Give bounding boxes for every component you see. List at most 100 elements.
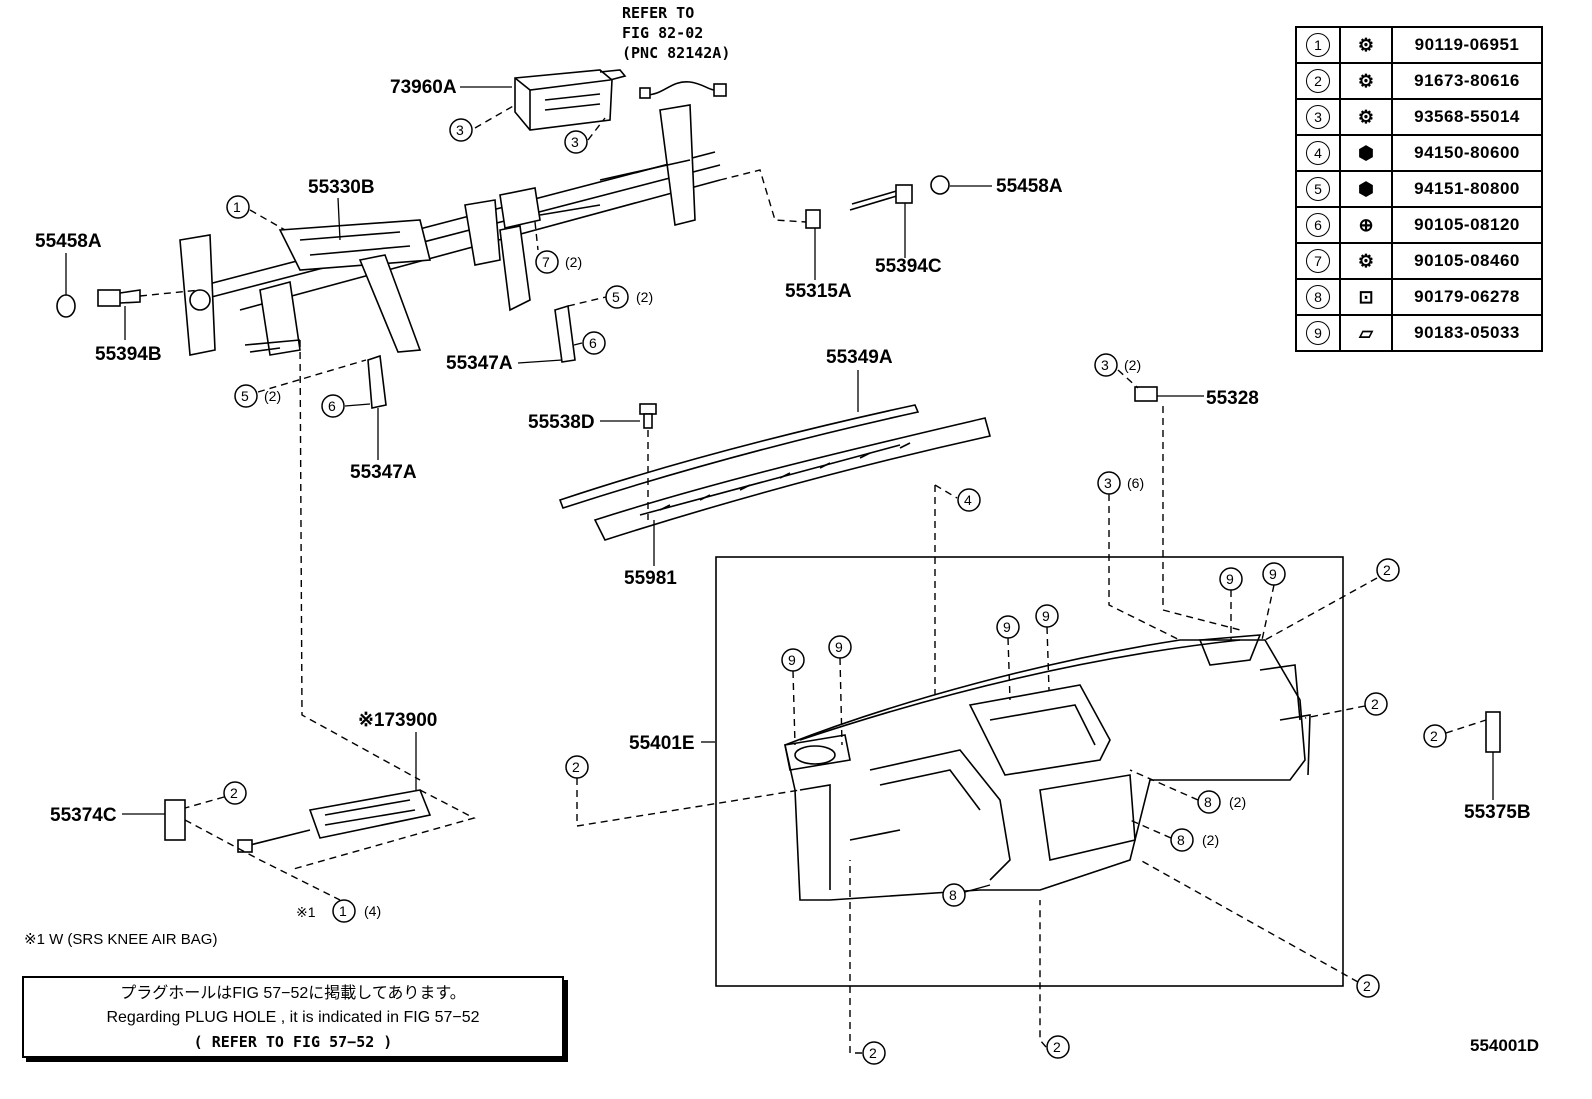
callout-3-airbag-left: 3 (449, 104, 516, 142)
callout-1-beam: 1 (226, 195, 286, 231)
bolt-icon: ⊕ (1358, 214, 1374, 235)
label-55538d: 55538D (528, 412, 595, 433)
legend-number: 7 (1306, 249, 1330, 273)
nut-icon: ⬢ (1358, 142, 1374, 163)
cap-55458a-right (930, 175, 950, 195)
callout-5-qty2-lower: 5 (2) (234, 359, 367, 408)
defroster-strip-55349a (558, 404, 920, 509)
callout-6-lower: 6 (321, 394, 371, 418)
callout-9-e: 9 (1219, 567, 1243, 640)
screw-icon: ⚙ (1357, 70, 1375, 91)
label-55458a-right: 55458A (996, 176, 1063, 197)
note-japanese: プラグホールはFIG 57−52に掲載してあります。 (120, 985, 466, 1002)
svg-text:3: 3 (456, 122, 464, 138)
label-55330b: 55330B (308, 177, 375, 198)
label-55349a: 55349A (826, 347, 893, 368)
callout-8: 8 (942, 883, 991, 907)
legend-row-7: 7 ⚙ 90105-08460 (1295, 242, 1543, 280)
legend-row-1: 1 ⚙ 90119-06951 (1295, 26, 1543, 64)
svg-text:(2): (2) (565, 254, 582, 270)
svg-text:2: 2 (1371, 696, 1379, 712)
figure-code: 554001D (1470, 1036, 1540, 1055)
legend-row-8: 8 ⊡ 90179-06278 (1295, 278, 1543, 316)
svg-text:5: 5 (241, 388, 249, 404)
svg-text:7: 7 (542, 254, 550, 270)
legend-part-number: 90183-05033 (1391, 314, 1543, 352)
callout-9-f: 9 (1261, 562, 1286, 641)
svg-text:9: 9 (835, 639, 843, 655)
legend-row-2: 2 ⚙ 91673-80616 (1295, 62, 1543, 100)
legend-row-4: 4 ⬢ 94150-80600 (1295, 134, 1543, 172)
srs-knee-airbag-footnote: ※1 W (SRS KNEE AIR BAG) (24, 931, 218, 948)
legend-number: 1 (1306, 33, 1330, 57)
legend-part-number: 93568-55014 (1391, 98, 1543, 136)
svg-text:4: 4 (964, 492, 972, 508)
svg-text:2: 2 (572, 759, 580, 775)
fastener-legend-table: 1 ⚙ 90119-06951 2 ⚙ 91673-80616 3 ⚙ 9356… (1295, 26, 1543, 352)
svg-text:9: 9 (1042, 608, 1050, 624)
legend-part-number: 90105-08120 (1391, 206, 1543, 244)
svg-text:1: 1 (233, 199, 241, 215)
legend-number: 5 (1306, 177, 1330, 201)
legend-row-9: 9 ⏥ 90183-05033 (1295, 314, 1543, 352)
svg-text:9: 9 (1003, 619, 1011, 635)
svg-text:9: 9 (1226, 571, 1234, 587)
callout-9-c: 9 (996, 615, 1020, 701)
clip-flat-icon: ⏥ (1359, 322, 1373, 343)
bolt-washer-icon: ⚙ (1357, 250, 1375, 271)
bolt-flange-icon: ⚙ (1357, 34, 1375, 55)
instrument-panel-55401e (784, 634, 1311, 901)
label-55394b: 55394B (95, 344, 162, 365)
label-55328: 55328 (1206, 388, 1259, 409)
note-reference: ( REFER TO FIG 57−52 ) (193, 1033, 393, 1051)
callout-2-bottom-right: 2 (1139, 859, 1380, 998)
callout-2-55375b: 2 (1423, 719, 1487, 748)
knee-airbag-173900 (237, 789, 432, 853)
label-55315a: 55315A (785, 281, 852, 302)
label-73960a: 73960A (390, 77, 457, 98)
svg-text:6: 6 (589, 335, 597, 351)
callout-7-qty2: 7 (2) (534, 221, 582, 274)
callout-9-d: 9 (1035, 604, 1059, 691)
legend-part-number: 90179-06278 (1391, 278, 1543, 316)
svg-text:(2): (2) (1124, 357, 1141, 373)
svg-text:※1: ※1 (296, 904, 316, 920)
nut-flange-icon: ⚙ (1357, 106, 1375, 127)
bolt-55394c (849, 184, 913, 211)
callout-8-qty2-b: 8 (2) (1129, 819, 1219, 852)
svg-text:8: 8 (1177, 832, 1185, 848)
refer-note-line1: REFER TO (622, 4, 694, 22)
callout-3-qty2: 3 (2) (1094, 353, 1141, 389)
callout-2-bottom-b: 2 (1039, 900, 1070, 1059)
instrument-panel-reinforcement-55330b (179, 104, 721, 356)
refer-note-line2: FIG 82-02 (622, 24, 703, 42)
label-55401e: 55401E (629, 733, 695, 754)
label-55374c: 55374C (50, 805, 117, 826)
legend-number: 8 (1306, 285, 1330, 309)
label-55347a-upper: 55347A (446, 353, 513, 374)
legend-part-number: 91673-80616 (1391, 62, 1543, 100)
svg-text:(2): (2) (636, 289, 653, 305)
legend-row-6: 6 ⊕ 90105-08120 (1295, 206, 1543, 244)
svg-text:2: 2 (1430, 728, 1438, 744)
legend-number: 2 (1306, 69, 1330, 93)
defroster-panel-55981 (593, 417, 991, 541)
callout-8-qty2-a: 8 (2) (1129, 769, 1246, 814)
svg-text:2: 2 (1383, 562, 1391, 578)
airbag-module-73960a (514, 69, 627, 131)
plug-hole-note: プラグホールはFIG 57−52に掲載してあります。 Regarding PLU… (22, 976, 564, 1058)
legend-row-5: 5 ⬢ 94151-80800 (1295, 170, 1543, 208)
svg-text:2: 2 (1053, 1039, 1061, 1055)
svg-text:(2): (2) (264, 388, 281, 404)
svg-text:(2): (2) (1229, 794, 1246, 810)
svg-text:(2): (2) (1202, 832, 1219, 848)
svg-text:9: 9 (1269, 566, 1277, 582)
callout-2-top-right: 2 (1264, 558, 1400, 641)
cap-55458a-left (56, 294, 76, 318)
instrument-panel-detail-frame (715, 556, 1344, 987)
svg-text:1: 1 (339, 903, 347, 919)
callout-4: 4 (934, 484, 981, 512)
callout-2-left: 2 (565, 755, 801, 827)
svg-text:5: 5 (612, 289, 620, 305)
callout-9-a: 9 (781, 648, 805, 746)
